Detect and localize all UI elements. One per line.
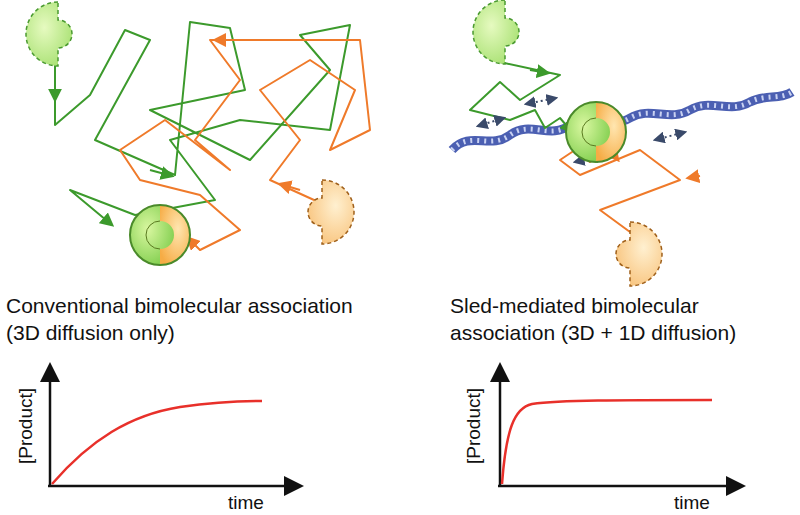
sliding-arrows [478,98,685,162]
complex [566,102,626,162]
diffusion-paths [55,22,370,250]
axis-label: time [674,491,710,515]
reactant-b [308,180,354,244]
axis-label: [Product] [462,388,487,464]
left-graph [48,366,300,486]
right-graph [498,366,742,486]
reactant-a [26,2,72,66]
reactant-b [616,222,662,286]
axis-label: [Product] [14,388,39,464]
complex [130,205,190,265]
panel-caption: Conventional bimolecular association (3D… [6,292,386,347]
reactant-a [473,0,519,64]
axis-label: time [228,491,264,515]
diffusion-paths [470,62,700,232]
panel-caption: Sled-mediated bimolecular association (3… [450,292,792,347]
